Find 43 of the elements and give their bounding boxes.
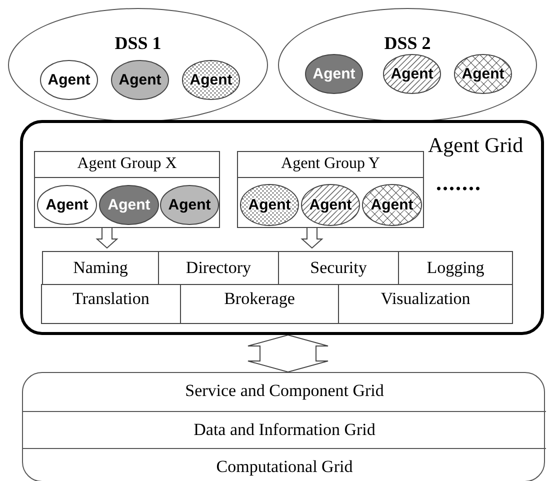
panel-title: Agent Grid <box>428 133 524 158</box>
agent-label: Agent <box>168 196 211 214</box>
service-cell <box>338 284 513 324</box>
agent-grid-panel <box>20 120 544 335</box>
agent-ellipse <box>111 60 169 100</box>
service-label: Translation <box>72 289 150 309</box>
system-title: DSS 2 <box>383 33 432 54</box>
grid-layers-panel <box>22 372 545 481</box>
agent-group-box <box>237 151 424 228</box>
agent-label: Agent <box>312 66 356 82</box>
agent-label: Agent <box>46 196 88 214</box>
service-label: Naming <box>72 258 129 278</box>
system-title: DSS 1 <box>114 33 162 54</box>
agent-label: Agent <box>108 196 150 214</box>
double-block-arrow <box>248 334 328 373</box>
group-title: Agent Group Y <box>280 155 381 173</box>
layer-label: Service and Component Grid <box>184 381 385 401</box>
agent-ellipse <box>182 60 240 100</box>
agent-label: Agent <box>48 72 90 88</box>
layer-label: Computational Grid <box>215 457 354 477</box>
agent-label: Agent <box>118 72 162 88</box>
agent-ellipse <box>99 185 159 225</box>
service-label: Directory <box>184 258 252 278</box>
agent-group-box <box>34 151 220 228</box>
agent-label: Agent <box>190 72 232 88</box>
system-ellipse <box>278 8 537 122</box>
system-ellipse <box>8 8 268 122</box>
group-title: Agent Group X <box>76 155 178 173</box>
agent-ellipse <box>305 54 363 94</box>
continuation-dots: ....... <box>436 170 482 196</box>
agent-ellipse <box>40 60 98 100</box>
agent-ellipse <box>240 184 299 226</box>
service-cell <box>42 251 159 285</box>
service-label: Visualization <box>380 289 472 309</box>
service-label: Logging <box>426 258 486 278</box>
service-label: Security <box>309 258 368 278</box>
service-cell <box>398 251 513 285</box>
service-cell <box>41 284 181 324</box>
layer-label: Data and Information Grid <box>192 420 376 440</box>
agent-ellipse <box>160 185 219 225</box>
service-label: Brokerage <box>223 289 296 309</box>
agent-label: Agent <box>248 196 291 214</box>
agent-ellipse <box>37 185 97 225</box>
